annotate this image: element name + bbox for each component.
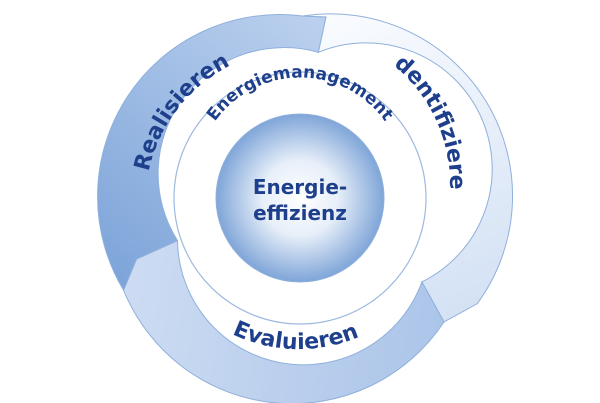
core-label-line-2: effizienz xyxy=(253,201,347,225)
cycle-ring xyxy=(97,13,513,403)
core-label-line-1: Energie- xyxy=(253,175,347,199)
energieeffizienz-core xyxy=(215,113,385,283)
segment-evaluieren xyxy=(123,239,445,403)
segment-identifizieren xyxy=(302,13,513,323)
